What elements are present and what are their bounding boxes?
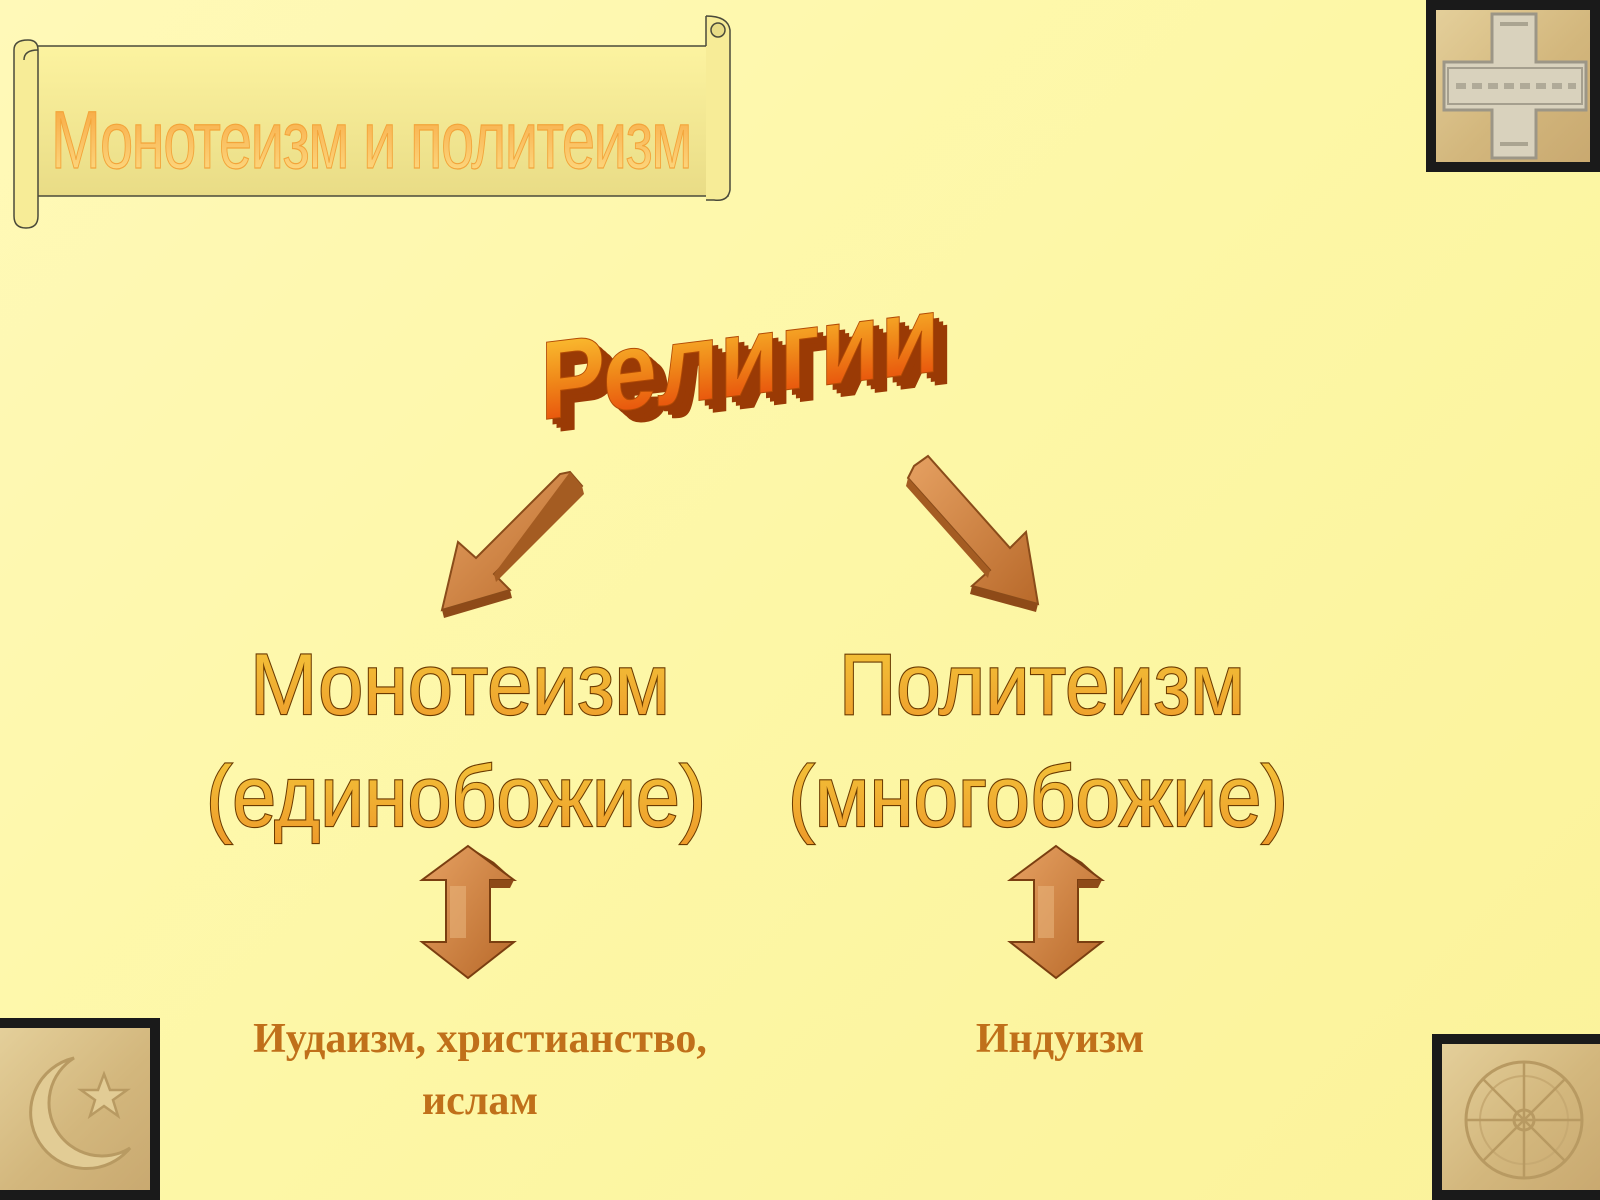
corner-image-crescent [0,1018,160,1200]
cross-badge-icon [1442,12,1588,160]
branch-gloss: (единобожие) [206,749,706,845]
corner-image-wheel [1432,1034,1600,1200]
arrow-up-down-icon [418,844,518,980]
arrow-to-monotheism [430,462,590,622]
examples-line: Иудаизм, христианство, [253,1016,707,1062]
dharma-wheel-icon [1464,1060,1584,1180]
corner-image-cross [1426,0,1600,172]
examples-line: Индуизм [975,1016,1145,1062]
scroll-icon [13,15,731,229]
page-title: Монотеизм и политеизм [51,95,691,186]
branch-polytheism: Политеизм (многобожие) [780,626,1300,846]
double-arrow-right [1002,842,1112,982]
root-label: Религии [540,269,940,444]
branch-gloss: (многобожие) [788,749,1288,845]
examples-monotheism: Иудаизм, христианство, ислам [170,1008,790,1132]
title-banner: Монотеизм и политеизм [10,10,740,230]
root-node: Религии Религии Религии Религии [520,269,1000,460]
arrow-to-polytheism [898,452,1058,622]
branch-title: Политеизм [839,637,1245,733]
branch-title: Монотеизм [250,637,670,733]
branch-monotheism: Монотеизм (единобожие) [200,626,720,846]
examples-line: ислам [421,1078,538,1124]
arrow-down-right-icon [906,454,1040,612]
double-arrow-left [414,842,524,982]
arrow-up-down-icon [1006,844,1106,980]
crescent-star-icon [29,1056,132,1171]
examples-polytheism: Индуизм [880,1008,1240,1070]
arrow-down-left-icon [440,470,584,618]
